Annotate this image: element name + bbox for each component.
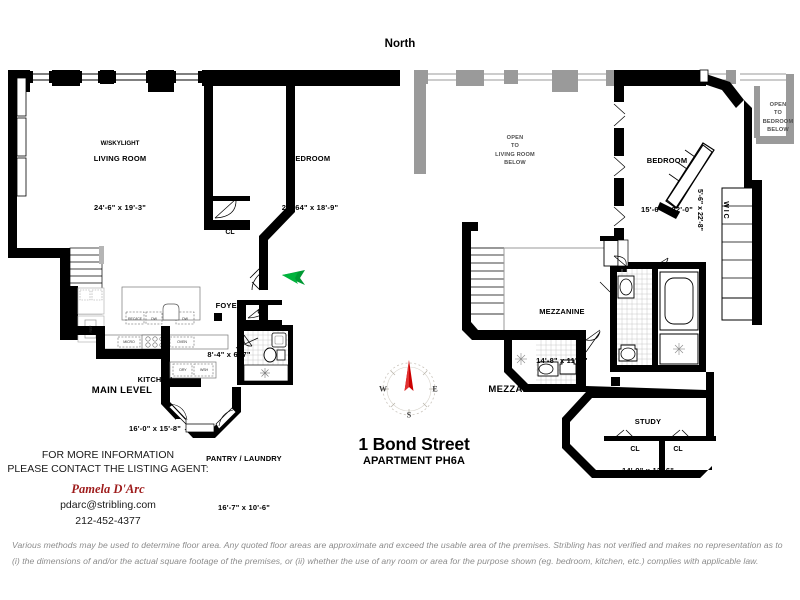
window-left-main (16, 77, 27, 197)
wall-mezz-bedroom-top (614, 70, 706, 86)
closet-label-main-lower: CL (257, 309, 267, 316)
room-label-pantry-laundry: PANTRY / LAUNDRY 16'-7" x 10'-6" (206, 454, 282, 513)
wall-pier (100, 70, 114, 84)
room-label-living-room: LIVING ROOM 24'-6" x 19'-3" (93, 154, 147, 213)
wall-mezz-southwest (462, 318, 504, 340)
bathroom-mezz-center (599, 236, 706, 372)
wall-stair-side (70, 286, 78, 340)
room-label-bedroom-main: BEDROOM 21'-64" x 18'-9" (281, 154, 339, 213)
wall-study-outline (562, 372, 714, 478)
legal-disclaimer: Various methods may be used to determine… (12, 540, 783, 566)
stairs-mezz (469, 247, 505, 315)
appliance-label-dw-1: DW (151, 317, 157, 321)
page-title: 1 Bond Street (358, 434, 470, 454)
level-label-mezzanine: MEZZANINE LEVEL (488, 384, 582, 395)
wall-wic-east (752, 185, 762, 325)
wall-foyer-west (204, 86, 213, 216)
wall-foyer-east (259, 270, 268, 290)
laundry-appliances (169, 361, 217, 379)
wall-pantry-north (161, 378, 201, 387)
compass-label-west: W (379, 384, 387, 394)
door-swings-mezz-west (613, 103, 626, 227)
wall-mezz-angled-top (704, 74, 744, 108)
contact-line-2: PLEASE CONTACT THE LISTING AGENT: (7, 463, 209, 475)
room-label-study: STUDY 14'-9" x 12'-6" (621, 417, 675, 476)
wall-wic-angle-base (657, 202, 680, 219)
wall-closet-lower (237, 300, 282, 330)
wic-closet-bank (721, 187, 755, 321)
page-subtitle: APARTMENT PH6A (362, 455, 466, 467)
door-swing-closet-lower (247, 300, 269, 319)
wall-pier (148, 70, 174, 92)
ghost-wall-left (414, 70, 426, 170)
closet-label-study-right: CL (673, 446, 683, 453)
mezzanine-level-drawing (414, 69, 794, 478)
appliance-label-dw-2: DW (182, 317, 188, 321)
shower-icon (515, 353, 527, 365)
closets-study (596, 429, 716, 478)
appliance-label-rec-ice: REC/ICE (128, 317, 142, 321)
level-marker-study (611, 377, 620, 386)
wic-closet-angle (665, 142, 715, 209)
bathroom-main (235, 325, 293, 385)
appliance-label-dry: DRY (179, 368, 187, 372)
closet-label-main-upper: CL (225, 229, 235, 236)
contact-line-1: FOR MORE INFORMATION (41, 449, 175, 461)
door-swing-mezz-hall (613, 255, 627, 267)
agent-phone[interactable]: 212-452-4377 (75, 515, 141, 527)
north-label: North (384, 38, 416, 50)
entry-door-swing (249, 267, 263, 291)
room-label-bedroom-mezz: BEDROOM 15'-6" x 22'-0" (640, 156, 694, 215)
window-mullions-main (30, 71, 203, 83)
wall-main-south (60, 326, 105, 335)
wall-mezz-bedroom-east (744, 100, 752, 180)
kitchen-island (121, 286, 201, 325)
agent-name: Pamela D'Arc (71, 482, 145, 496)
compass-label-east: E (432, 384, 438, 394)
appliance-label-wsh: WSH (199, 368, 209, 372)
bathroom-mezz-left (504, 329, 601, 392)
door-swing-closet-upper (214, 198, 237, 219)
room-label-foyer: FOYER 8'-4" x 6'-7" (207, 301, 251, 360)
agent-email[interactable]: pdarc@stribling.com (60, 499, 156, 511)
wall-kitchen-south (96, 349, 168, 359)
window-glazing-main (30, 73, 202, 81)
compass-label-south: S (406, 410, 412, 420)
wall-closet-upper (204, 196, 250, 230)
appliance-label-micro: MICRO (123, 340, 135, 344)
appliance-label-ref: REF (88, 325, 93, 333)
level-marker-main (214, 313, 222, 321)
compass-graphic (382, 360, 436, 416)
ghost-wall-pier (456, 70, 484, 86)
closet-label-study-left: CL (630, 446, 640, 453)
ghost-window-glazing (426, 73, 606, 81)
wall-bedroom-angled (259, 112, 295, 278)
level-label-main: MAIN LEVEL (91, 385, 153, 396)
door-swing-pantry (170, 403, 234, 427)
wall-kitchen-west (96, 326, 105, 359)
wall-bedroom-top (290, 70, 400, 86)
ghost-wall-right (786, 74, 794, 140)
main-level-drawing (8, 70, 400, 438)
wall-pantry-west (161, 326, 170, 386)
wall-left-exterior (8, 70, 17, 252)
wall-top-right (202, 70, 300, 86)
wall-mezz-west (462, 222, 471, 322)
appliance-label-oven: OVEN (177, 340, 187, 344)
compass-rose: W E S (378, 358, 440, 420)
room-label-kitchen: KITCHEN 16'-0" x 15'-8" (128, 375, 182, 434)
mezz-floor-edge (503, 247, 614, 330)
wall-pier (52, 70, 80, 86)
room-label-wic: W I C 5'-6" x 22'-8" (696, 189, 730, 231)
skylight-note: W/SKYLIGHT (100, 140, 140, 147)
room-label-mezzanine: MEZZANINE 14'-8" x 11'-0" (536, 307, 588, 366)
